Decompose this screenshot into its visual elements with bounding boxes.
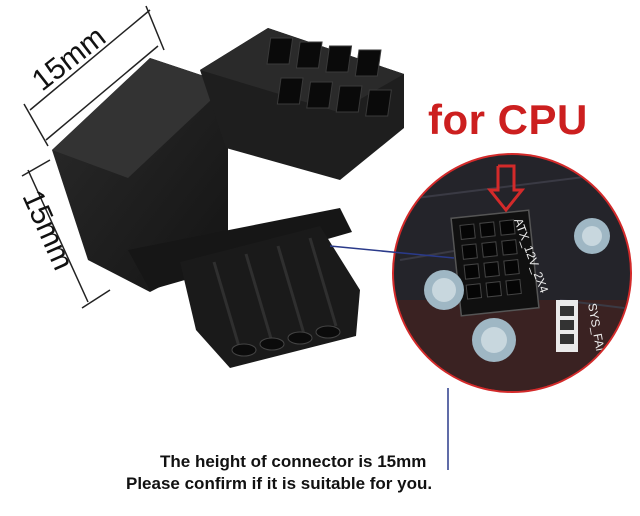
width-dimension-line xyxy=(23,5,165,147)
width-dimension-label: 15mm xyxy=(26,20,112,97)
connector-adapter xyxy=(52,28,404,368)
bottom-pin-holes xyxy=(231,325,341,357)
note-line-2: Please confirm if it is suitable for you… xyxy=(126,474,433,493)
red-down-arrow-icon xyxy=(486,164,526,213)
height-dimension-line xyxy=(21,159,111,309)
for-cpu-callout: for CPU xyxy=(428,96,588,143)
motherboard-inset: ATX_12V_2X4 SYS_FAN3 xyxy=(392,153,632,393)
note-line-1: The height of connector is 15mm xyxy=(160,452,427,471)
bottom-plug-ribs xyxy=(212,237,338,351)
leader-line xyxy=(329,245,455,470)
top-pin-holes xyxy=(266,37,392,117)
